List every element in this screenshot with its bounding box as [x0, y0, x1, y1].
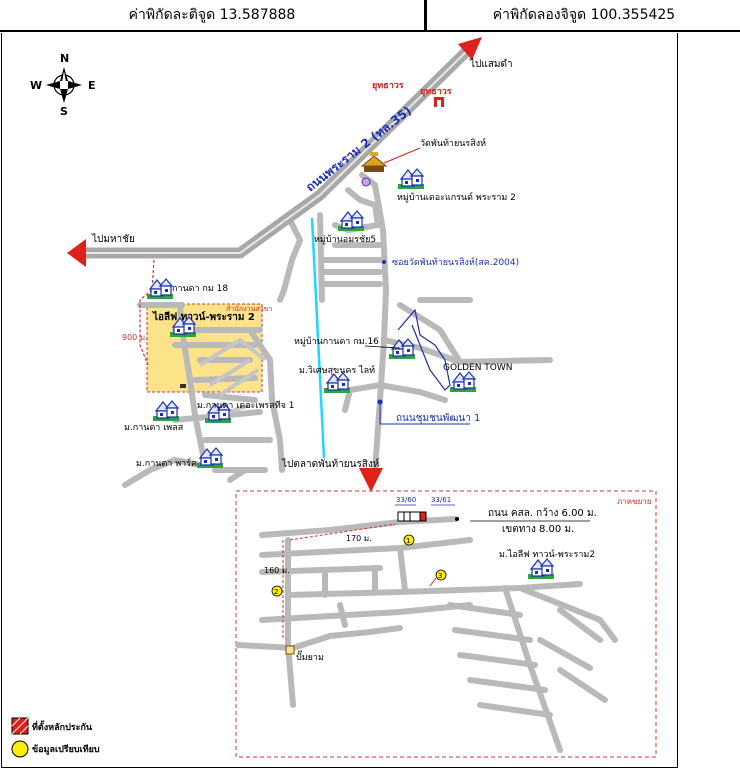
legend-compare-icon: [11, 740, 29, 758]
compass-west: W: [30, 79, 42, 92]
temple-label: วัดพันท้ายนรสิงห์: [420, 137, 486, 149]
road-reserve-label: เขตทาง 8.00 ม.: [502, 524, 574, 535]
inset-lifetown-label: ม.ไอลีฟ ทาวน์-พระราม2: [499, 548, 595, 560]
road-end-dot: [455, 517, 459, 521]
kanda-km18-label: กานดา กม 18: [172, 284, 228, 294]
to-temple-market-label: ไปตลาดพันท้ายนรสิงห์: [281, 458, 379, 470]
kanda-place-label: ม.กานดา เพลส: [124, 423, 184, 433]
golden-town-boundary: [397, 308, 451, 391]
main-road-label: ถนนพระราม 2 (ทล.35): [303, 103, 414, 194]
house-wisetsuk-icon: [323, 372, 351, 394]
site-marker-inset: [419, 511, 427, 522]
marker-1-label: 1: [406, 537, 410, 545]
site-marker: [180, 384, 186, 388]
arrow-west-icon: [67, 239, 86, 267]
road-width-label: ถนน คสล. กว้าง 6.00 ม.: [488, 507, 597, 519]
dist-900-label: 900 ม.: [122, 333, 148, 342]
kanda-km16-label: หมู่บ้านกานดา กม.16: [294, 336, 379, 347]
map-frame: [1, 33, 678, 768]
road-chumchon-label: ถนนชุมชนพัฒนา 1: [396, 413, 480, 424]
route-dashed: [139, 259, 155, 366]
to-samut-label: ไปแสมดำ: [469, 58, 513, 70]
main-road: [80, 44, 474, 259]
golden-town-label: GOLDEN TOWN: [443, 363, 513, 373]
latitude-label: ค่าพิกัดละติจูด 13.587888: [0, 0, 427, 30]
pump-label: ปั๊มยาม: [296, 650, 324, 663]
house-grand-icon: [397, 168, 425, 190]
dist-170-label: 170 ม.: [346, 534, 372, 543]
compass-rose-icon: [46, 67, 82, 103]
amornchai5-label: หมู่บ้านอมรชัย5: [314, 234, 376, 245]
dist-160-label: 160 ม.: [264, 566, 290, 575]
minor-roads: [122, 172, 553, 488]
compass-east: E: [88, 79, 96, 92]
canal: [310, 217, 326, 459]
plot-outline: [397, 511, 421, 522]
arrow-northeast-icon: [458, 37, 482, 60]
arrow-south-icon: [359, 468, 383, 492]
dist-170-line: [289, 523, 396, 541]
house-place-icon: [152, 400, 180, 422]
temple-marker: [361, 177, 371, 187]
legend-compare-label: ข้อมูลเปรียบเทียบ: [32, 744, 100, 755]
house-amornchai-icon: [337, 210, 365, 232]
wisetsuk-label: ม.วิเศษสุขนคร ไลท์: [299, 364, 375, 376]
marker-1-icon: [403, 534, 415, 546]
lifetown-label: ไอลีฟ ทาวน์-พระราม 2: [152, 310, 255, 323]
marker-3-leader: [429, 577, 437, 587]
soi-temple-dot: [382, 260, 386, 264]
to-mahachai-label: ไปมหาชัย: [91, 233, 135, 245]
house-kanda18-icon: [146, 278, 174, 300]
kanda-prestige-label: ม.กานดา เดอะเพรสทีจ 1: [197, 400, 295, 411]
inset-roads: [235, 516, 618, 753]
soi-temple-label: ซอยวัดพันท้ายนรสิงห์(สค.2004): [392, 256, 519, 268]
grand-rama2-label: หมู่บ้านเดอะแกรนด์ พระราม 2: [397, 191, 516, 203]
road-chumchon-dot: [377, 399, 383, 405]
pump-icon: [285, 645, 295, 655]
temple-leader: [383, 147, 421, 164]
legend-site-label: ที่ตั้งหลักประกัน: [32, 720, 93, 733]
house-golden-icon: [449, 371, 477, 393]
compass-north: N: [60, 52, 69, 65]
temple-icon: [360, 152, 388, 172]
marker-2-icon: [271, 585, 283, 597]
marker-2-label: 2: [274, 588, 278, 596]
kanda-park-label: ม.กานดา พาร์ค: [136, 457, 197, 469]
plot-a-label: 33/60: [396, 496, 416, 504]
marker-3-label: 3: [438, 572, 442, 580]
compass-south: S: [60, 105, 68, 118]
yutthaworn-door: [437, 100, 441, 107]
yutthaworn-label-2: ยุทธาวร: [420, 87, 452, 97]
site-label: สำนักงานสาขา: [226, 305, 272, 313]
inset-frame: [235, 490, 657, 758]
longitude-label: ค่าพิกัดลองจิจูด 100.355425: [492, 7, 676, 23]
kanda-km16-leader: [364, 345, 401, 349]
inset-title: ภาคขยาย: [617, 497, 651, 506]
yutthaworn-label-1: ยุทธาวร: [372, 81, 404, 91]
plot-b-label: 33/61: [431, 496, 451, 504]
coordinate-bar: ค่าพิกัดละติจูด 13.587888 ค่าพิกัดลองจิจ…: [0, 0, 740, 32]
marker-3-icon: [435, 569, 447, 581]
house-inset-icon: [527, 558, 555, 580]
